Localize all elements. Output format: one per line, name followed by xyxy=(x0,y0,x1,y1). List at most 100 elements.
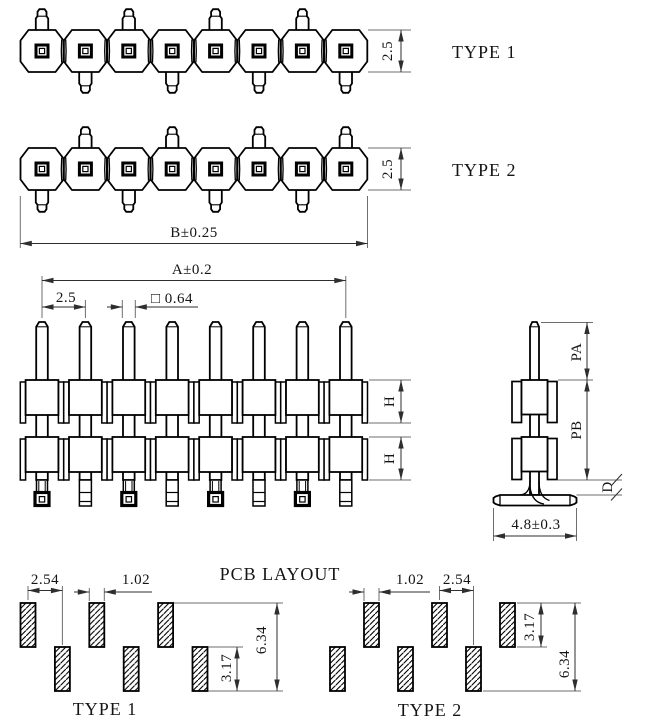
dim-label: 1.02 xyxy=(396,572,424,588)
octagon-unit xyxy=(192,28,239,74)
dim-overall-A: A±0.2 xyxy=(41,262,347,318)
octagon-unit xyxy=(19,28,65,74)
pcb-layout-type1: 2.54 1.02 6.34 3.17 TYPE 1 xyxy=(19,572,283,719)
dim-pitch-2_54: 2.54 xyxy=(439,572,474,645)
pin-up xyxy=(251,126,267,150)
dim-label: H xyxy=(382,396,398,407)
dim-label: PA xyxy=(569,343,585,362)
dim-label: D xyxy=(600,481,616,492)
dim-pitch-2_54: 2.54 xyxy=(27,572,63,645)
dim-label: 6.34 xyxy=(557,650,573,678)
top-view-type2: 2.5 TYPE 2 B±0.25 xyxy=(19,126,517,248)
pin-down xyxy=(338,70,353,94)
octagon-unit xyxy=(149,28,196,74)
dim-row-3_17: 3.17 xyxy=(517,602,581,648)
smt-tail-plain xyxy=(252,479,266,507)
pin-up xyxy=(338,126,353,150)
type1-title: TYPE 1 xyxy=(452,42,517,62)
dim-label: 4.8±0.3 xyxy=(511,517,560,533)
smt-tail-plain xyxy=(78,479,93,507)
pcb-layout-type2: 1.02 2.54 3.17 6.34 TYPE 2 xyxy=(329,572,581,720)
octagon-unit xyxy=(279,146,326,192)
front-view: A±0.2 2.5 □ 0.64 xyxy=(19,262,411,508)
pad xyxy=(88,602,106,648)
type2-title: TYPE 2 xyxy=(452,160,517,180)
pin-up xyxy=(121,8,136,32)
pin-down xyxy=(165,70,180,94)
octagon-unit xyxy=(279,28,326,74)
pad xyxy=(54,646,71,692)
octagon-unit xyxy=(62,28,109,74)
dim-lower-H: H xyxy=(369,436,411,481)
dim-pad-width-1_02: 1.02 xyxy=(74,572,152,601)
dim-label: 2.54 xyxy=(31,572,59,588)
dim-label: 2.5 xyxy=(380,159,396,179)
pin-up xyxy=(208,8,223,32)
dim-foot-span: 4.8±0.3 xyxy=(493,508,577,541)
octagon-unit xyxy=(105,28,152,74)
pad xyxy=(157,602,175,648)
dim-label: 3.17 xyxy=(219,654,235,682)
dim-PB: PB xyxy=(558,380,622,481)
pad xyxy=(19,602,37,648)
smt-tail-square xyxy=(293,478,311,508)
dim-pad-width-1_02: 1.02 xyxy=(349,572,430,601)
smt-tail-plain xyxy=(339,479,353,507)
dim-label: B±0.25 xyxy=(170,225,218,241)
pad xyxy=(363,602,380,648)
smt-tail-square xyxy=(33,478,51,508)
octagon-unit xyxy=(192,146,239,192)
dim-row-height-type1: 2.5 xyxy=(368,29,411,73)
pad xyxy=(191,646,209,692)
octagon-unit xyxy=(236,28,282,74)
dim-upper-H: H xyxy=(369,379,411,424)
pin-down xyxy=(295,189,310,213)
pin-up xyxy=(78,126,93,150)
dim-label: H xyxy=(382,453,398,464)
dim-row-3_17: 3.17 xyxy=(208,646,243,691)
pad xyxy=(499,602,516,648)
octagon-unit xyxy=(62,146,109,192)
pad xyxy=(397,646,414,692)
dim-total-6_34: 6.34 xyxy=(174,602,283,692)
smt-tail-plain xyxy=(165,479,179,507)
octagon-unit xyxy=(149,146,196,192)
pad xyxy=(329,646,346,692)
octagon-unit xyxy=(322,28,369,74)
dim-label: 2.5 xyxy=(380,41,396,61)
pin-down xyxy=(121,189,136,213)
dim-label: 6.34 xyxy=(254,626,270,654)
side-view: PA PB D 4.8±0.3 xyxy=(492,321,623,541)
pin-down xyxy=(251,70,267,94)
dim-label: A±0.2 xyxy=(172,262,212,278)
pin-down xyxy=(78,70,93,94)
pin-down xyxy=(34,189,50,213)
octagon-unit xyxy=(105,146,152,192)
pin-up xyxy=(165,126,180,150)
octagon-unit xyxy=(322,146,369,192)
pin-up xyxy=(34,8,50,32)
dim-total-6_34: 6.34 xyxy=(483,603,581,692)
pcb-type2-label: TYPE 2 xyxy=(398,700,463,720)
pin-bend-curves xyxy=(519,480,550,505)
pcb-type1-label: TYPE 1 xyxy=(73,699,138,719)
dim-pitch: 2.5 xyxy=(42,290,86,318)
dim-label: 3.17 xyxy=(522,613,538,641)
octagon-unit xyxy=(19,146,65,192)
dim-overall-width-B: B±0.25 xyxy=(19,196,368,248)
dim-label: 2.54 xyxy=(443,572,471,588)
foot-cap-lines xyxy=(499,495,571,506)
octagon-unit xyxy=(236,146,282,192)
pad xyxy=(122,646,140,692)
dim-row-height-type2: 2.5 xyxy=(368,147,411,191)
dim-PA: PA xyxy=(541,322,593,381)
pcb-layout: PCB LAYOUT 2.54 1.02 6.3 xyxy=(19,564,581,720)
dim-label: 2.5 xyxy=(56,290,76,306)
smt-tail-square xyxy=(207,478,225,508)
dim-label: PB xyxy=(569,420,585,439)
dim-label: 1.02 xyxy=(122,572,150,588)
pin-up xyxy=(295,8,310,32)
pin-down xyxy=(208,189,223,213)
